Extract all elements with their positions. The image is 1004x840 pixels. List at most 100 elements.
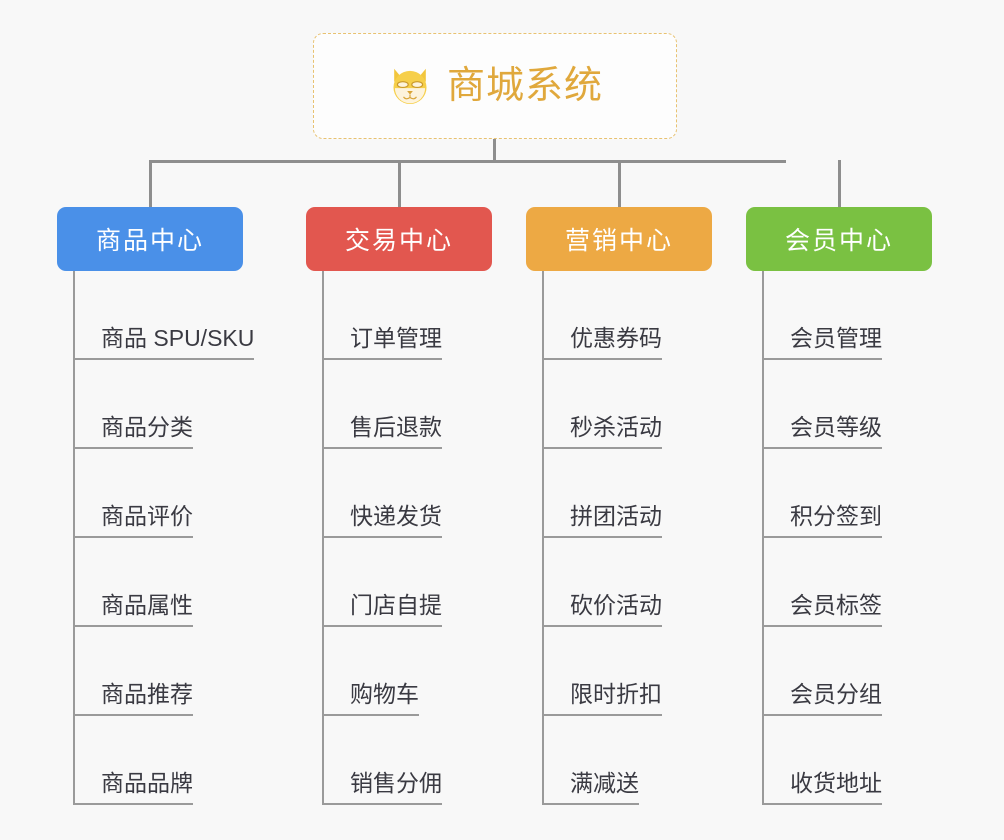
leaf-item[interactable]: 商品评价 bbox=[57, 449, 243, 538]
leaf-item-label: 限时折扣 bbox=[570, 680, 662, 707]
category-column-trade-center: 交易中心订单管理售后退款快递发货门店自提购物车销售分佣 bbox=[306, 207, 492, 805]
category-header-label: 营销中心 bbox=[564, 227, 673, 255]
leaf-item[interactable]: 会员管理 bbox=[746, 271, 932, 360]
category-header-member-center[interactable]: 会员中心 bbox=[746, 207, 932, 271]
leaf-item-label: 秒杀活动 bbox=[570, 413, 662, 440]
leaf-item-underline: 商品分类 bbox=[73, 414, 193, 449]
leaf-item[interactable]: 商品品牌 bbox=[57, 716, 243, 805]
leaf-item-label: 收货地址 bbox=[790, 769, 882, 796]
leaf-item-label: 拼团活动 bbox=[570, 502, 662, 529]
connector-horizontal-bus bbox=[149, 160, 786, 163]
leaf-item-label: 砍价活动 bbox=[570, 591, 662, 618]
connector-drop-4 bbox=[838, 160, 841, 207]
leaf-item-underline: 会员分组 bbox=[762, 681, 882, 716]
leaf-item-label: 会员标签 bbox=[790, 591, 882, 618]
leaf-item-underline: 快递发货 bbox=[322, 503, 442, 538]
category-header-label: 商品中心 bbox=[95, 227, 204, 255]
leaf-item[interactable]: 会员标签 bbox=[746, 538, 932, 627]
leaf-item-underline: 满减送 bbox=[542, 770, 639, 805]
connector-spine-trade-center bbox=[322, 271, 324, 805]
leaf-item-underline: 会员管理 bbox=[762, 325, 882, 360]
root-node[interactable]: 商城系统 bbox=[313, 33, 677, 139]
leaf-item[interactable]: 会员分组 bbox=[746, 627, 932, 716]
leaf-list-member-center: 会员管理会员等级积分签到会员标签会员分组收货地址 bbox=[746, 271, 932, 805]
root-title: 商城系统 bbox=[446, 65, 603, 107]
leaf-item[interactable]: 门店自提 bbox=[306, 538, 492, 627]
category-column-member-center: 会员中心会员管理会员等级积分签到会员标签会员分组收货地址 bbox=[746, 207, 932, 805]
leaf-item-label: 商品分类 bbox=[101, 413, 193, 440]
leaf-item[interactable]: 会员等级 bbox=[746, 360, 932, 449]
leaf-item-label: 快递发货 bbox=[350, 502, 442, 529]
leaf-item-label: 商品推荐 bbox=[101, 680, 193, 707]
leaf-item-underline: 商品推荐 bbox=[73, 681, 193, 716]
leaf-item-label: 购物车 bbox=[350, 680, 419, 707]
leaf-item-label: 积分签到 bbox=[790, 502, 882, 529]
leaf-item-label: 商品评价 bbox=[101, 502, 193, 529]
leaf-item-underline: 会员等级 bbox=[762, 414, 882, 449]
leaf-item-label: 商品 SPU/SKU bbox=[101, 324, 255, 351]
leaf-item-underline: 秒杀活动 bbox=[542, 414, 662, 449]
leaf-item[interactable]: 拼团活动 bbox=[526, 449, 712, 538]
leaf-item[interactable]: 收货地址 bbox=[746, 716, 932, 805]
leaf-item-label: 销售分佣 bbox=[350, 769, 442, 796]
connector-spine-member-center bbox=[762, 271, 764, 805]
dog-face-icon bbox=[387, 63, 433, 109]
connector-root-stem bbox=[493, 139, 496, 162]
connector-spine-product-center bbox=[73, 271, 75, 805]
leaf-item-underline: 购物车 bbox=[322, 681, 419, 716]
leaf-item-underline: 限时折扣 bbox=[542, 681, 662, 716]
leaf-item[interactable]: 售后退款 bbox=[306, 360, 492, 449]
leaf-item-underline: 商品评价 bbox=[73, 503, 193, 538]
leaf-item[interactable]: 砍价活动 bbox=[526, 538, 712, 627]
leaf-item-underline: 门店自提 bbox=[322, 592, 442, 627]
leaf-list-trade-center: 订单管理售后退款快递发货门店自提购物车销售分佣 bbox=[306, 271, 492, 805]
leaf-item-label: 优惠券码 bbox=[570, 324, 662, 351]
leaf-item-underline: 商品品牌 bbox=[73, 770, 193, 805]
connector-drop-1 bbox=[149, 160, 152, 207]
leaf-item-underline: 积分签到 bbox=[762, 503, 882, 538]
leaf-item-underline: 商品属性 bbox=[73, 592, 193, 627]
category-column-marketing-center: 营销中心优惠券码秒杀活动拼团活动砍价活动限时折扣满减送 bbox=[526, 207, 712, 805]
leaf-item-label: 满减送 bbox=[570, 769, 639, 796]
leaf-item-underline: 拼团活动 bbox=[542, 503, 662, 538]
leaf-list-product-center: 商品 SPU/SKU 商品分类商品评价商品属性商品推荐商品品牌 bbox=[57, 271, 255, 805]
leaf-item[interactable]: 购物车 bbox=[306, 627, 492, 716]
leaf-item-underline: 订单管理 bbox=[322, 325, 442, 360]
connector-drop-2 bbox=[398, 160, 401, 207]
leaf-list-marketing-center: 优惠券码秒杀活动拼团活动砍价活动限时折扣满减送 bbox=[526, 271, 712, 805]
leaf-item[interactable]: 订单管理 bbox=[306, 271, 492, 360]
category-column-product-center: 商品中心商品 SPU/SKU 商品分类商品评价商品属性商品推荐商品品牌 bbox=[57, 207, 255, 805]
leaf-item[interactable]: 积分签到 bbox=[746, 449, 932, 538]
connector-drop-3 bbox=[618, 160, 621, 207]
leaf-item-underline: 商品 SPU/SKU bbox=[73, 324, 255, 360]
leaf-item[interactable]: 商品分类 bbox=[57, 360, 243, 449]
leaf-item-label: 会员分组 bbox=[790, 680, 882, 707]
leaf-item[interactable]: 满减送 bbox=[526, 716, 712, 805]
leaf-item-label: 商品属性 bbox=[101, 591, 193, 618]
leaf-item-underline: 优惠券码 bbox=[542, 325, 662, 360]
leaf-item-label: 会员等级 bbox=[790, 413, 882, 440]
leaf-item-label: 会员管理 bbox=[790, 324, 882, 351]
category-header-marketing-center[interactable]: 营销中心 bbox=[526, 207, 712, 271]
leaf-item-label: 订单管理 bbox=[350, 324, 442, 351]
leaf-item[interactable]: 商品 SPU/SKU bbox=[57, 271, 255, 360]
category-header-product-center[interactable]: 商品中心 bbox=[57, 207, 243, 271]
leaf-item-label: 售后退款 bbox=[350, 413, 442, 440]
leaf-item-label: 门店自提 bbox=[350, 591, 442, 618]
leaf-item[interactable]: 快递发货 bbox=[306, 449, 492, 538]
leaf-item-label: 商品品牌 bbox=[101, 769, 193, 796]
leaf-item[interactable]: 销售分佣 bbox=[306, 716, 492, 805]
category-header-label: 会员中心 bbox=[784, 227, 893, 255]
leaf-item-underline: 砍价活动 bbox=[542, 592, 662, 627]
leaf-item-underline: 会员标签 bbox=[762, 592, 882, 627]
leaf-item[interactable]: 优惠券码 bbox=[526, 271, 712, 360]
leaf-item[interactable]: 商品推荐 bbox=[57, 627, 243, 716]
leaf-item-underline: 销售分佣 bbox=[322, 770, 442, 805]
category-header-trade-center[interactable]: 交易中心 bbox=[306, 207, 492, 271]
leaf-item[interactable]: 限时折扣 bbox=[526, 627, 712, 716]
connector-spine-marketing-center bbox=[542, 271, 544, 805]
leaf-item[interactable]: 秒杀活动 bbox=[526, 360, 712, 449]
leaf-item[interactable]: 商品属性 bbox=[57, 538, 243, 627]
leaf-item-underline: 售后退款 bbox=[322, 414, 442, 449]
